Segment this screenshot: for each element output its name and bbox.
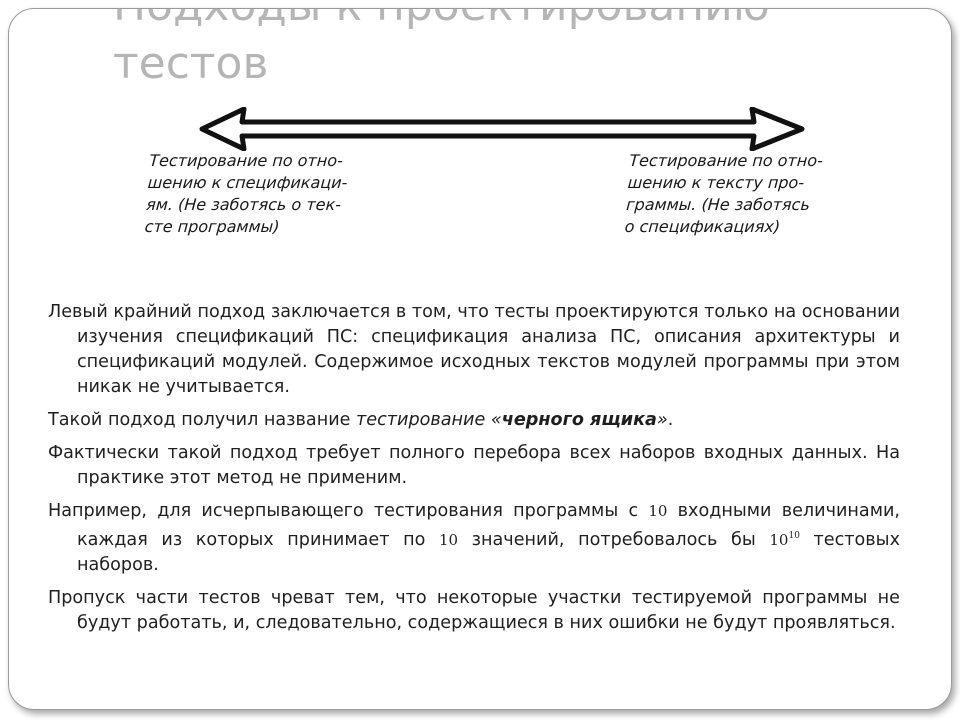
slide-body: Левый крайний подход заключается в том, … <box>48 300 900 644</box>
right-label-line: о спецификациях) <box>624 217 781 236</box>
p4-number-values: 10 <box>438 530 459 549</box>
paragraph-black-box: Такой подход получил название тестирован… <box>48 408 900 433</box>
paragraph-skipped-tests: Пропуск части тестов чреват тем, что нек… <box>48 587 900 633</box>
p2-prefix: Такой подход получил название <box>48 410 357 430</box>
right-label-line: Тестирование по отно- <box>628 151 824 170</box>
left-label-line: ям. (Не заботясь о тек- <box>145 195 342 214</box>
p2-suffix: . <box>667 410 674 430</box>
left-label-line: шению к спецификаци- <box>147 173 349 192</box>
right-label-line: шению к тексту про- <box>627 173 805 192</box>
p4-number-exponent: 10 <box>788 531 800 541</box>
p2-quote-close: » <box>656 410 668 430</box>
black-box-term: черного ящика <box>501 410 657 430</box>
p4-part-d: тестовых наборов. <box>77 529 900 575</box>
slide-title: Подходы к проектированию тестов <box>113 9 913 93</box>
p4-number-inputs: 10 <box>648 502 668 520</box>
slide-title-line2: тестов <box>113 38 269 89</box>
p4-part-b: входными величинами, каждая из которых п… <box>77 501 901 550</box>
left-label-line: Тестирование по отно- <box>148 151 344 170</box>
slide-title-line1: Подходы к проектированию <box>113 9 913 35</box>
right-label-line: граммы. (Не заботясь <box>625 195 811 214</box>
right-approach-label: Тестирование по отно- шению к тексту про… <box>624 150 824 238</box>
paragraph-example: Например, для исчерпывающего тестировани… <box>48 499 900 578</box>
p4-part-c: значений, потребовалось бы <box>458 529 770 550</box>
p4-part-a: Например, для исчерпывающего тестировани… <box>48 501 649 521</box>
double-arrow-shape <box>199 107 805 151</box>
p4-number-base: 10 <box>769 530 789 549</box>
left-approach-label: Тестирование по отно- шению к спецификац… <box>144 150 350 238</box>
paragraph-left-approach: Левый крайний подход заключается в том, … <box>48 302 900 397</box>
double-arrow-diagram <box>199 107 805 151</box>
paragraph-full-enumeration: Фактически такой подход требует полного … <box>48 443 900 488</box>
p2-italic: тестирование « <box>356 410 502 430</box>
left-label-line: сте программы) <box>144 217 281 236</box>
